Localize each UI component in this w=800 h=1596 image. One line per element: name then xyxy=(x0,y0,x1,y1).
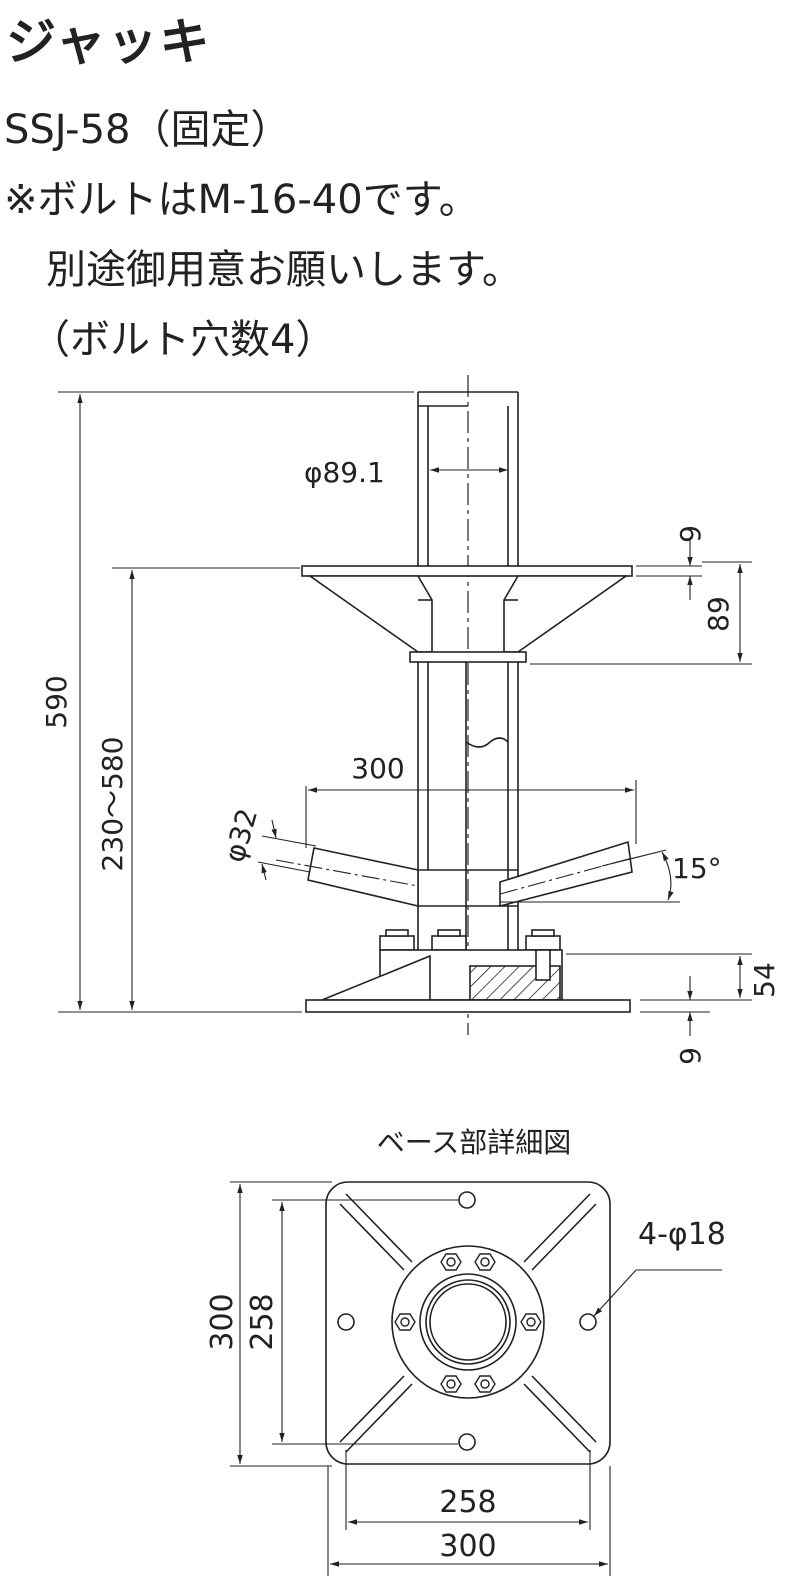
dim-anchor-holes: 4-φ18 xyxy=(638,1217,726,1252)
bolt-hole-count-note: （ボルト穴数4） xyxy=(30,317,336,363)
base-plate-top-view xyxy=(325,1181,611,1465)
base-detail-caption: ベース部詳細図 xyxy=(377,1126,572,1159)
bolt-note: ※ボルトはM-16-40です。 xyxy=(4,177,479,223)
dim-outer-vertical: 300 xyxy=(205,1293,240,1350)
dim-handle-angle: 15° xyxy=(672,852,722,885)
dim-pipe-diameter: φ89.1 xyxy=(304,456,385,489)
base-detail-dimensions xyxy=(230,1181,722,1576)
dim-inner-horizontal: 258 xyxy=(439,1485,496,1520)
dim-inner-vertical: 258 xyxy=(245,1293,280,1350)
dim-outer-horizontal: 300 xyxy=(439,1529,496,1564)
page-title: ジャッキ xyxy=(6,13,212,71)
dim-handle-diameter: φ32 xyxy=(218,805,265,866)
side-view-dimensions xyxy=(58,391,752,1036)
dim-total-height: 590 xyxy=(40,675,73,728)
dim-base-height: 54 xyxy=(748,962,781,998)
dim-handle-span: 300 xyxy=(351,752,404,785)
dim-adjust-range: 230〜580 xyxy=(96,737,129,872)
model-spec: SSJ-58（固定） xyxy=(4,107,291,153)
bolt-note-2: 別途御用意お願いします。 xyxy=(46,247,522,293)
dim-plate-thickness-top: 9 xyxy=(674,525,707,543)
dim-plate-thickness-bottom: 9 xyxy=(674,1047,707,1065)
dim-cone-height: 89 xyxy=(702,596,735,632)
jack-side-view xyxy=(275,375,633,1035)
